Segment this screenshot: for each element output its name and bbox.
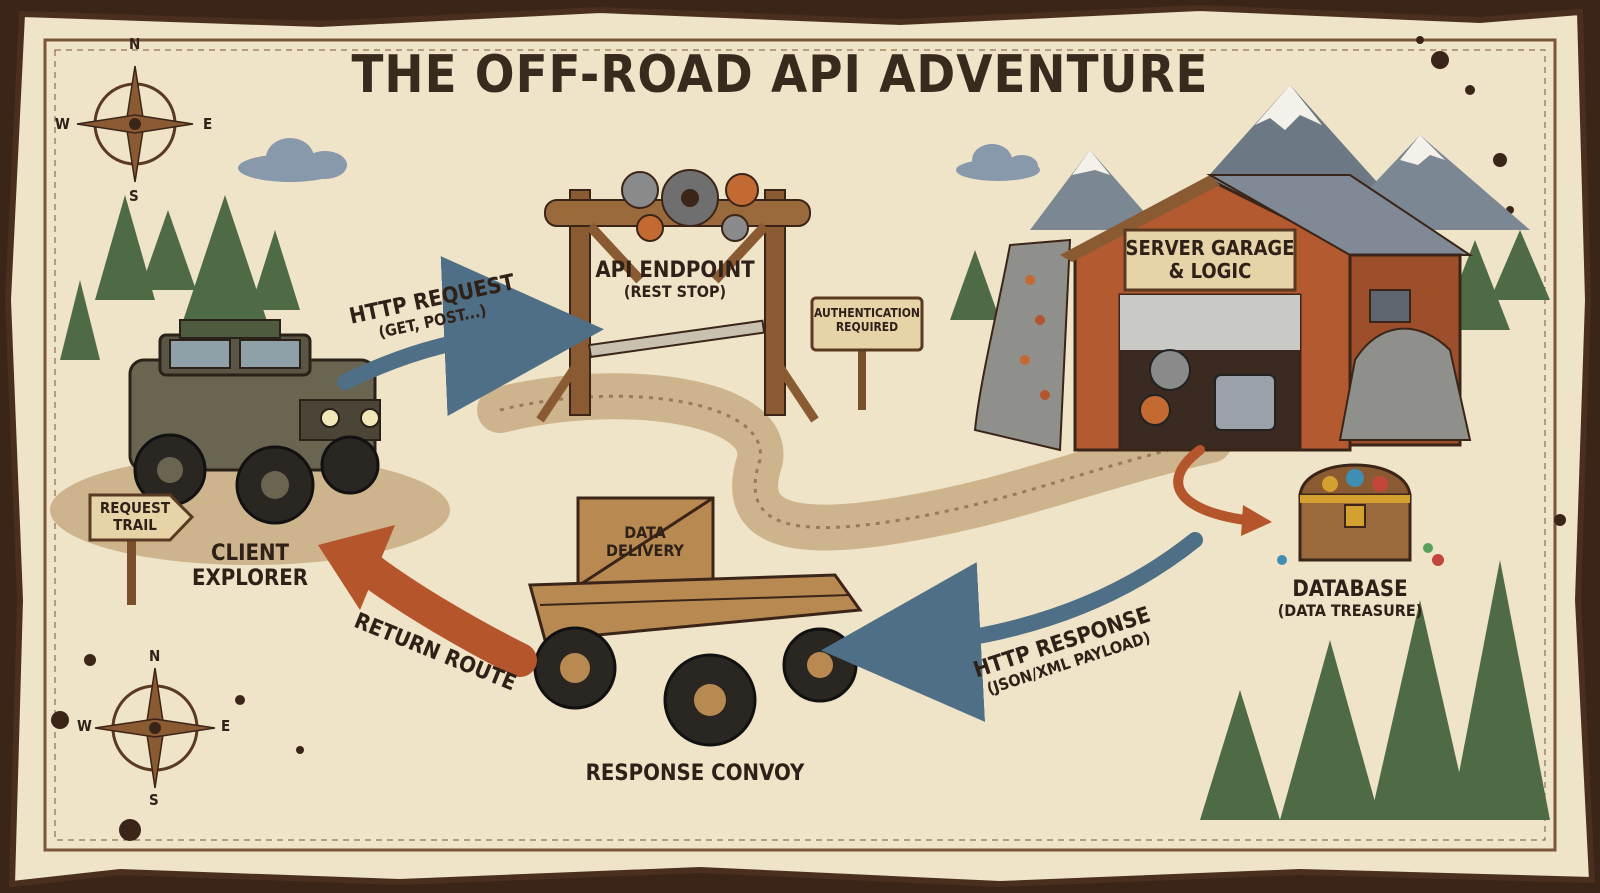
data-delivery-crate-label: DATA DELIVERY bbox=[606, 523, 684, 561]
compass-e-label: E bbox=[203, 115, 213, 133]
authentication-sign bbox=[810, 296, 924, 410]
auth-sign-label: AUTHENTICATION REQUIRED bbox=[814, 306, 920, 334]
compass-s-label: S bbox=[129, 187, 139, 205]
client-explorer-label: CLIENT EXPLORER bbox=[192, 541, 308, 592]
return-route-arrow bbox=[353, 553, 537, 677]
cloud bbox=[956, 144, 1040, 181]
server-garage-label: SERVER GARAGE & LOGIC bbox=[1125, 236, 1295, 283]
database-label: DATABASE (DATA TREASURE) bbox=[1277, 577, 1423, 621]
request-trail-sign-label: REQUEST TRAIL bbox=[99, 499, 171, 535]
http-request-arrow bbox=[337, 256, 604, 417]
client-jeep bbox=[128, 319, 381, 525]
api-endpoint-label: API ENDPOINT (REST STOP) bbox=[595, 258, 755, 302]
compass-s-label: S bbox=[149, 791, 159, 809]
api-endpoint-gate bbox=[536, 169, 819, 423]
page-title: THE OFF-ROAD API ADVENTURE bbox=[351, 45, 1209, 105]
compass-rose-top bbox=[76, 65, 194, 183]
cloud bbox=[238, 138, 347, 182]
server-to-database-arrow bbox=[1173, 445, 1250, 525]
return-route-arrowhead bbox=[318, 525, 395, 610]
compass-e-label: E bbox=[221, 717, 231, 735]
compass-rose-bottom bbox=[94, 667, 216, 789]
compass-w-label: W bbox=[55, 115, 70, 133]
inner-frame bbox=[43, 38, 1557, 852]
ink-splatters bbox=[51, 36, 1566, 841]
compass-w-label: W bbox=[77, 717, 92, 735]
http-response-arrow bbox=[821, 532, 1203, 722]
server-garage bbox=[973, 174, 1474, 452]
treasure-chest bbox=[1277, 463, 1444, 566]
compass-n-label: N bbox=[129, 35, 141, 53]
response-convoy-label: RESPONSE CONVOY bbox=[585, 761, 805, 786]
compass-n-label: N bbox=[149, 647, 161, 665]
request-trail-sign bbox=[88, 493, 195, 605]
